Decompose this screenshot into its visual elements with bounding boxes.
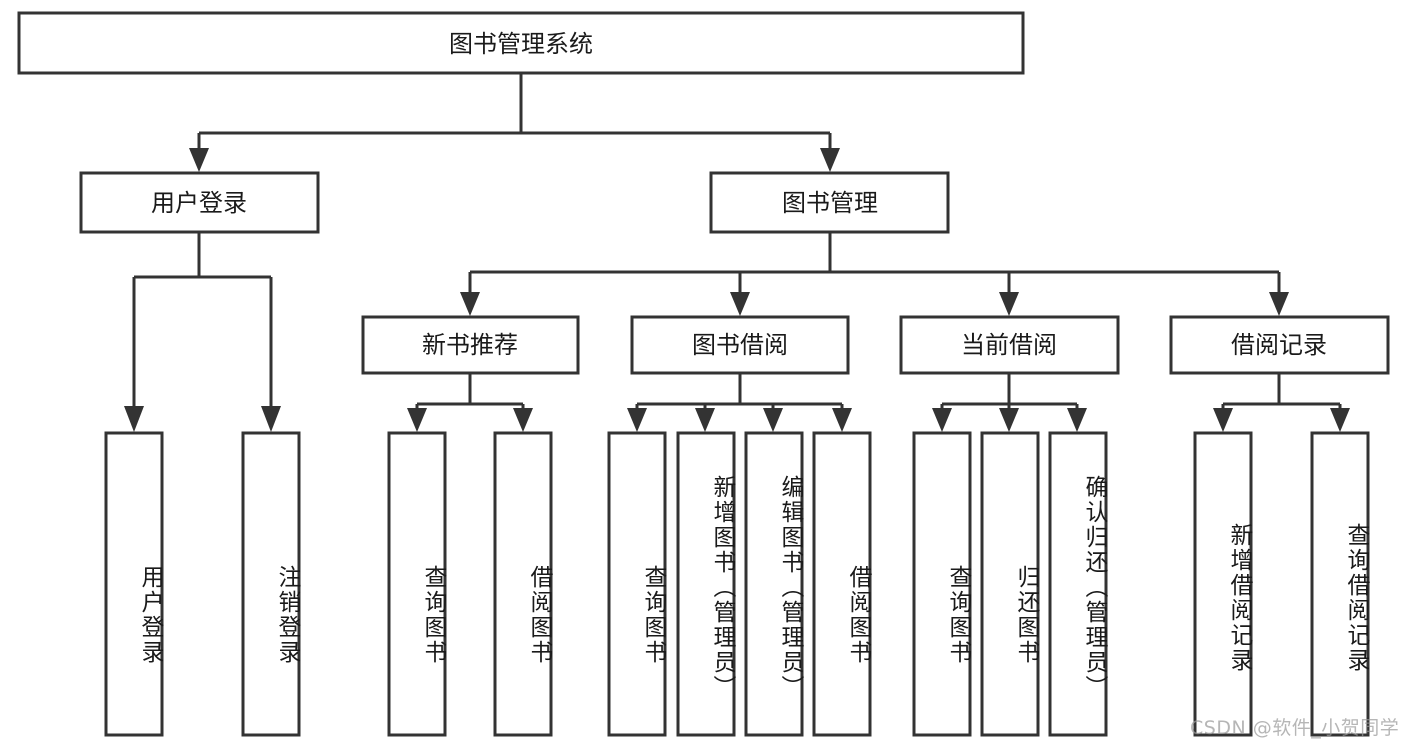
arrow-head-borrow-record: [1269, 292, 1289, 316]
arrow-head-book-manage: [820, 148, 840, 172]
node-box-new-book-recommend[interactable]: [361, 315, 580, 375]
arrow-head-leaf-query-book-3: [932, 408, 952, 432]
arrow-head-leaf-borrow-book-2: [832, 408, 852, 432]
node-box-leaf-query-borrow-record[interactable]: [1310, 431, 1370, 737]
node-label-book-manage: 图书管理: [782, 189, 878, 217]
node-box-leaf-borrow-book-2[interactable]: [812, 431, 872, 737]
node-label-book-borrow: 图书借阅: [692, 331, 788, 359]
arrow-head-leaf-user-login: [124, 406, 144, 432]
csdn-watermark: CSDN @软件_小贺同学: [1190, 717, 1400, 739]
arrow-head-leaf-edit-book-admin: [763, 408, 783, 432]
node-box-leaf-query-book-1[interactable]: [387, 431, 447, 737]
node-box-user-login[interactable]: [79, 171, 320, 234]
arrow-head-leaf-query-book-2: [627, 408, 647, 432]
node-label-new-book-recommend: 新书推荐: [422, 331, 518, 359]
arrow-head-leaf-query-book-1: [407, 408, 427, 432]
node-box-leaf-return-book[interactable]: [980, 431, 1040, 737]
node-box-root[interactable]: [17, 11, 1025, 75]
node-box-leaf-edit-book-admin[interactable]: [744, 431, 804, 737]
node-label-user-login: 用户登录: [151, 189, 247, 217]
node-box-leaf-query-book-3[interactable]: [912, 431, 972, 737]
node-box-leaf-borrow-book-1[interactable]: [493, 431, 553, 737]
node-label-borrow-record: 借阅记录: [1231, 331, 1327, 359]
arrow-head-new-book-recommend: [460, 292, 480, 316]
arrow-head-leaf-query-borrow-record: [1330, 408, 1350, 432]
node-label-root: 图书管理系统: [449, 30, 593, 58]
arrow-head-user-login: [189, 148, 209, 172]
node-box-book-borrow[interactable]: [630, 315, 850, 375]
arrow-head-leaf-confirm-return-admin: [1067, 408, 1087, 432]
arrow-head-leaf-add-book-admin: [695, 408, 715, 432]
node-box-book-manage[interactable]: [709, 171, 950, 234]
node-box-leaf-confirm-return-admin[interactable]: [1048, 431, 1108, 737]
node-box-leaf-logout-login[interactable]: [241, 431, 301, 737]
arrow-head-leaf-add-borrow-record: [1213, 408, 1233, 432]
node-box-leaf-add-book-admin[interactable]: [676, 431, 736, 737]
arrow-head-leaf-return-book: [999, 408, 1019, 432]
node-layer: 图书管理系统 用户登录 图书管理 新书推荐 图书借阅 当前借阅 借阅记录: [17, 11, 1390, 737]
node-box-borrow-record[interactable]: [1169, 315, 1390, 375]
arrow-head-leaf-borrow-book-1: [513, 408, 533, 432]
node-box-leaf-query-book-2[interactable]: [607, 431, 667, 737]
node-label-current-borrow: 当前借阅: [961, 331, 1057, 359]
node-box-leaf-add-borrow-record[interactable]: [1193, 431, 1253, 737]
connector-layer: [124, 73, 1350, 432]
node-box-current-borrow[interactable]: [899, 315, 1120, 375]
arrow-head-leaf-logout-login: [261, 406, 281, 432]
arrow-head-book-borrow: [730, 292, 750, 316]
arrow-head-current-borrow: [999, 292, 1019, 316]
node-box-leaf-user-login[interactable]: [104, 431, 164, 737]
